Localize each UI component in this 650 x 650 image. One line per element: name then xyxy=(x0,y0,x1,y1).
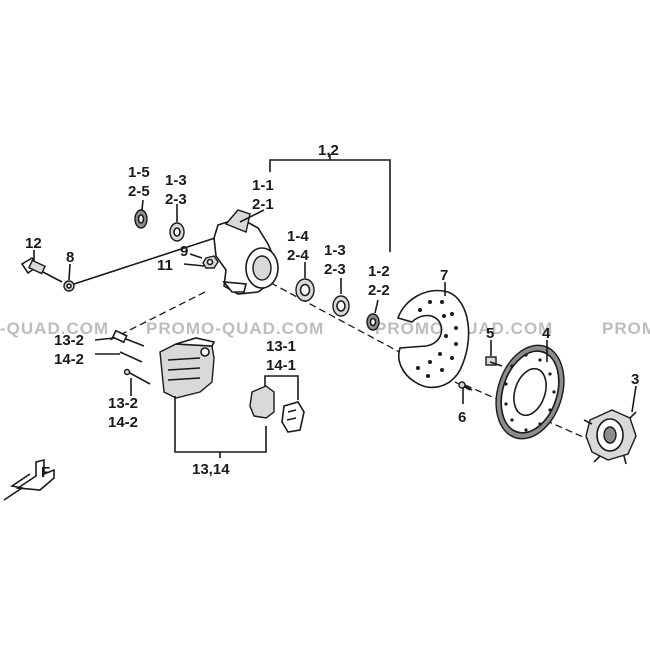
long-bolt xyxy=(73,237,216,285)
callout-label: 12 xyxy=(25,235,42,252)
callout-label: 13-2 xyxy=(54,332,84,349)
nut-part-9 xyxy=(202,255,219,269)
nut-part-8 xyxy=(63,280,75,292)
spacer-part-1-4 xyxy=(295,278,315,302)
watermark-text: PROMO-QUAD.COM xyxy=(146,319,324,338)
callout-label: 11 xyxy=(157,257,173,274)
callout-label: 2-4 xyxy=(287,247,309,264)
callout-label: 1-3 xyxy=(324,242,346,259)
front-direction-arrow-icon: F xyxy=(3,458,55,501)
bearing-part-1-3-lower xyxy=(332,295,350,317)
knuckle-housing-part-1-1 xyxy=(213,209,279,295)
wheel-hub-part-3 xyxy=(583,409,637,465)
callout-label: 13-2 xyxy=(108,395,138,412)
watermark-text: PROMO- xyxy=(602,319,650,338)
callout-label: 8 xyxy=(66,249,74,266)
watermark-text: -QUAD.COM xyxy=(0,319,109,338)
callout-label: 5 xyxy=(486,325,494,342)
caliper-pin-part-13-2 xyxy=(123,368,151,385)
callout-label: 13,14 xyxy=(192,461,230,478)
callout-label: 2-1 xyxy=(252,196,274,213)
front-marker-letter: F xyxy=(41,464,50,481)
callout-label: 13-1 xyxy=(266,338,296,355)
callout-label: 1-5 xyxy=(128,164,150,181)
callout-label: 1-2 xyxy=(368,263,390,280)
screw-part-6 xyxy=(458,381,473,391)
watermark: -QUAD.COM PROMO-QUAD.COM PROMO-QUAD.COM … xyxy=(0,319,650,338)
callout-label: 9 xyxy=(180,243,188,260)
brake-pads-part-13-1 xyxy=(249,385,305,433)
washer-part-1-5 xyxy=(134,209,148,229)
callout-label: 4 xyxy=(542,325,551,342)
callout-label: 6 xyxy=(458,409,466,426)
callout-labels: 1,2 1-1 2-1 1-5 2-5 1-3 2-3 1-4 2-4 1-3 … xyxy=(25,142,639,478)
seal-part-1-2 xyxy=(366,313,380,331)
callout-label: 7 xyxy=(440,267,448,284)
brake-disc-part-4 xyxy=(495,344,565,440)
callout-label: 2-2 xyxy=(368,282,390,299)
bolt-part-12 xyxy=(20,256,63,283)
callout-label: 14-2 xyxy=(108,414,138,431)
callout-label: 1-4 xyxy=(287,228,309,245)
callout-label: 3 xyxy=(631,371,639,388)
callout-label: 2-3 xyxy=(165,191,187,208)
callout-label: 1-3 xyxy=(165,172,187,189)
callout-label: 14-2 xyxy=(54,351,84,368)
bearing-part-1-3-upper xyxy=(169,222,185,242)
callout-label: 2-3 xyxy=(324,261,346,278)
caliper-bleed-screw-part-13-2 xyxy=(111,329,145,363)
callout-label: 1,2 xyxy=(318,142,339,159)
brake-caliper-part-13-14 xyxy=(159,337,216,399)
callout-label: 2-5 xyxy=(128,183,150,200)
bolt-part-5 xyxy=(485,356,503,367)
callout-leader-lines xyxy=(33,154,637,458)
disc-guard-part-7 xyxy=(396,289,470,389)
callout-label: 14-1 xyxy=(266,357,296,374)
callout-label: 1-1 xyxy=(252,177,274,194)
